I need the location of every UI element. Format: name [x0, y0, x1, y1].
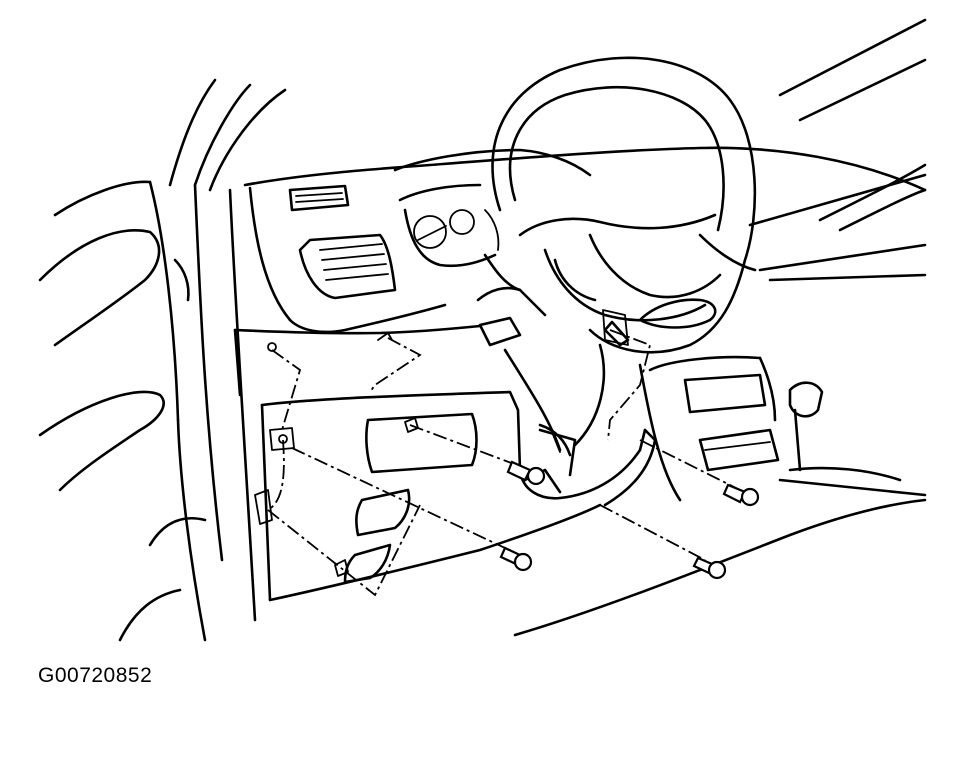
bolt-2 — [499, 546, 533, 572]
bolt-3 — [692, 556, 727, 580]
door-frame — [38, 78, 287, 642]
steering-column — [503, 309, 630, 477]
steering-wheel — [491, 56, 757, 354]
dash-lower-edge — [233, 324, 482, 397]
bolt-4 — [722, 483, 760, 507]
mounting-bolts — [499, 460, 760, 580]
bolt-1 — [506, 460, 546, 486]
center-console — [513, 355, 927, 637]
alignment-lines — [267, 329, 741, 597]
dashboard-upper — [243, 18, 927, 347]
lower-dash-panel — [254, 390, 657, 602]
figure-id-label: G00720852 — [38, 664, 153, 687]
